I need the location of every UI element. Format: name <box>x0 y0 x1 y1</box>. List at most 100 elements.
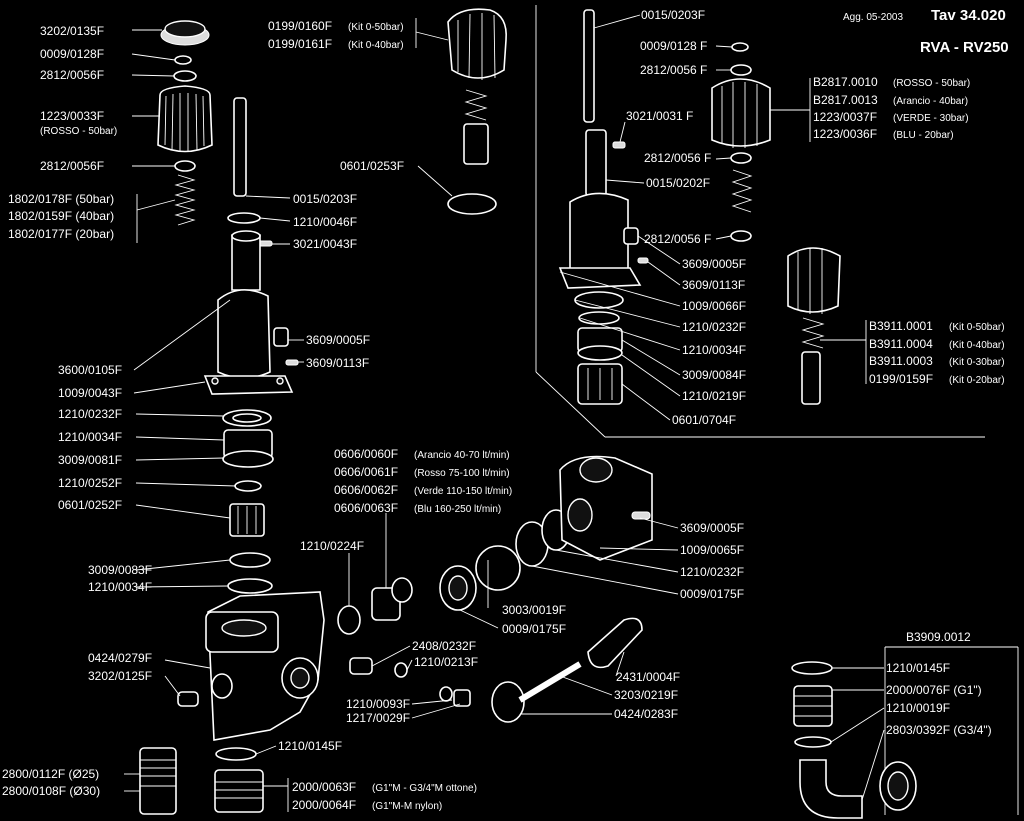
screw-part <box>273 327 289 347</box>
part-label-note: (Kit 0-30bar) <box>949 357 1005 368</box>
leader-lines <box>124 14 885 812</box>
part-label: 1802/0159F (40bar) <box>8 209 114 223</box>
flange-part <box>203 375 294 395</box>
part-label: 3609/0005F <box>306 333 370 347</box>
part-label: 2408/0232F <box>412 639 476 653</box>
part-label: 1802/0178F (50bar) <box>8 192 114 206</box>
part-label: 0009/0175F <box>680 587 744 601</box>
part-label: 3021/0043F <box>293 237 357 251</box>
plug-029 <box>453 689 471 707</box>
part-label-note: (Rosso 75-100 lt/min) <box>414 468 510 479</box>
washer-part <box>173 70 197 82</box>
screw-0005-r <box>623 227 639 245</box>
panel-dividers <box>535 5 1019 815</box>
model-title: RVA - RV250 <box>920 39 1009 56</box>
part-label: 3009/0084F <box>682 368 746 382</box>
ball-part <box>475 545 521 591</box>
part-label: 2000/0076F (G1") <box>886 683 982 697</box>
part-label: 1223/0037F <box>813 110 877 124</box>
part-label: 3600/0105F <box>58 363 122 377</box>
part-label-note: (Arancio - 40bar) <box>893 96 968 107</box>
kit-title: B3909.0012 <box>906 630 971 644</box>
part-label: B2817.0010 <box>813 75 878 89</box>
part-label-note: (Kit 0-40bar) <box>949 340 1005 351</box>
small-washer-part <box>174 55 192 65</box>
part-label: 3202/0135F <box>40 24 104 38</box>
part-label: 1210/0213F <box>414 655 478 669</box>
part-label: 1210/0019F <box>886 701 950 715</box>
body-0066 <box>569 192 629 275</box>
part-label: B3911.0003 <box>869 354 933 368</box>
part-label: 3009/0083F <box>88 563 152 577</box>
part-label: 1210/0093F <box>346 697 410 711</box>
part-label: 3203/0219F <box>614 688 678 702</box>
part-label: B3911.0001 <box>869 319 933 333</box>
oring-145 <box>215 747 257 761</box>
part-label-note: (Kit 0-40bar) <box>348 40 404 51</box>
left-valve-assembly <box>139 20 325 815</box>
oring-0253 <box>447 193 497 215</box>
spring-kit <box>464 89 488 121</box>
part-label: 0009/0175F <box>502 622 566 636</box>
part-label-note: (VERDE - 30bar) <box>893 113 969 124</box>
table-number: Tav 34.020 <box>931 7 1006 24</box>
oring-224 <box>337 605 361 635</box>
knob-b3911 <box>787 247 841 313</box>
part-label: 1210/0232F <box>58 407 122 421</box>
part-label: 2812/0056 F <box>644 232 711 246</box>
part-label: 3021/0031 F <box>626 109 693 123</box>
part-label: 1210/0232F <box>682 320 746 334</box>
part-label: 0015/0203F <box>293 192 357 206</box>
part-label: 1210/0224F <box>300 539 364 553</box>
pin-0031 <box>612 141 626 149</box>
part-label-note: (G1"M - G3/4"M ottone) <box>372 783 477 794</box>
piston-0202 <box>585 129 607 197</box>
fitting-kit-box <box>791 661 917 819</box>
part-label-note: (ROSSO - 50bar) <box>893 78 970 89</box>
washer-part-2 <box>174 160 196 172</box>
oring-part <box>227 212 261 224</box>
part-label: 1223/0036F <box>813 127 877 141</box>
part-label: 1217/0029F <box>346 711 410 725</box>
knob-part <box>157 85 213 153</box>
part-label-note: (Kit 0-50bar) <box>348 22 404 33</box>
oring-034 <box>227 578 273 594</box>
handle-0004 <box>587 617 643 669</box>
part-label: 2812/0056F <box>40 68 104 82</box>
rod-0219 <box>518 661 582 703</box>
part-label: B3911.0004 <box>869 337 933 351</box>
part-label: 1210/0046F <box>293 215 357 229</box>
part-label: 3609/0005F <box>682 257 746 271</box>
part-label: 0606/0063F <box>334 501 398 515</box>
oring-093 <box>439 686 453 702</box>
part-label: 0601/0704F <box>672 413 736 427</box>
part-label: 0199/0160F <box>268 19 332 33</box>
fitting-2408 <box>349 657 373 675</box>
part-label: 0009/0128F <box>40 47 104 61</box>
part-label-note: (ROSSO - 50bar) <box>40 126 117 137</box>
part-label-note: (BLU - 20bar) <box>893 130 954 141</box>
update-date: Agg. 05-2003 <box>843 12 903 23</box>
piston-part <box>231 234 261 291</box>
flange-r <box>558 267 642 289</box>
part-label: 1210/0034F <box>58 430 122 444</box>
part-label: 1210/0034F <box>88 580 152 594</box>
part-label: 2431/0004F <box>616 670 680 684</box>
part-label: 1802/0177F (20bar) <box>8 227 114 241</box>
right-top-assembly <box>558 9 841 405</box>
part-label-note: (Blu 160-250 lt/min) <box>414 504 501 515</box>
oring-213 <box>394 662 408 678</box>
part-label: 1210/0232F <box>680 565 744 579</box>
part-label: 0424/0279F <box>88 651 152 665</box>
part-label-note: (Verde 110-150 lt/min) <box>414 486 512 497</box>
part-label: 2000/0064F <box>292 798 356 812</box>
part-label: 0199/0159F <box>869 372 933 386</box>
part-label: B2817.0013 <box>813 93 878 107</box>
elbow-part <box>799 759 863 819</box>
part-label: 0601/0252F <box>58 498 122 512</box>
oring-232-r <box>574 291 624 309</box>
part-label: 1223/0033F <box>40 109 104 123</box>
part-label: 1009/0065F <box>680 543 744 557</box>
